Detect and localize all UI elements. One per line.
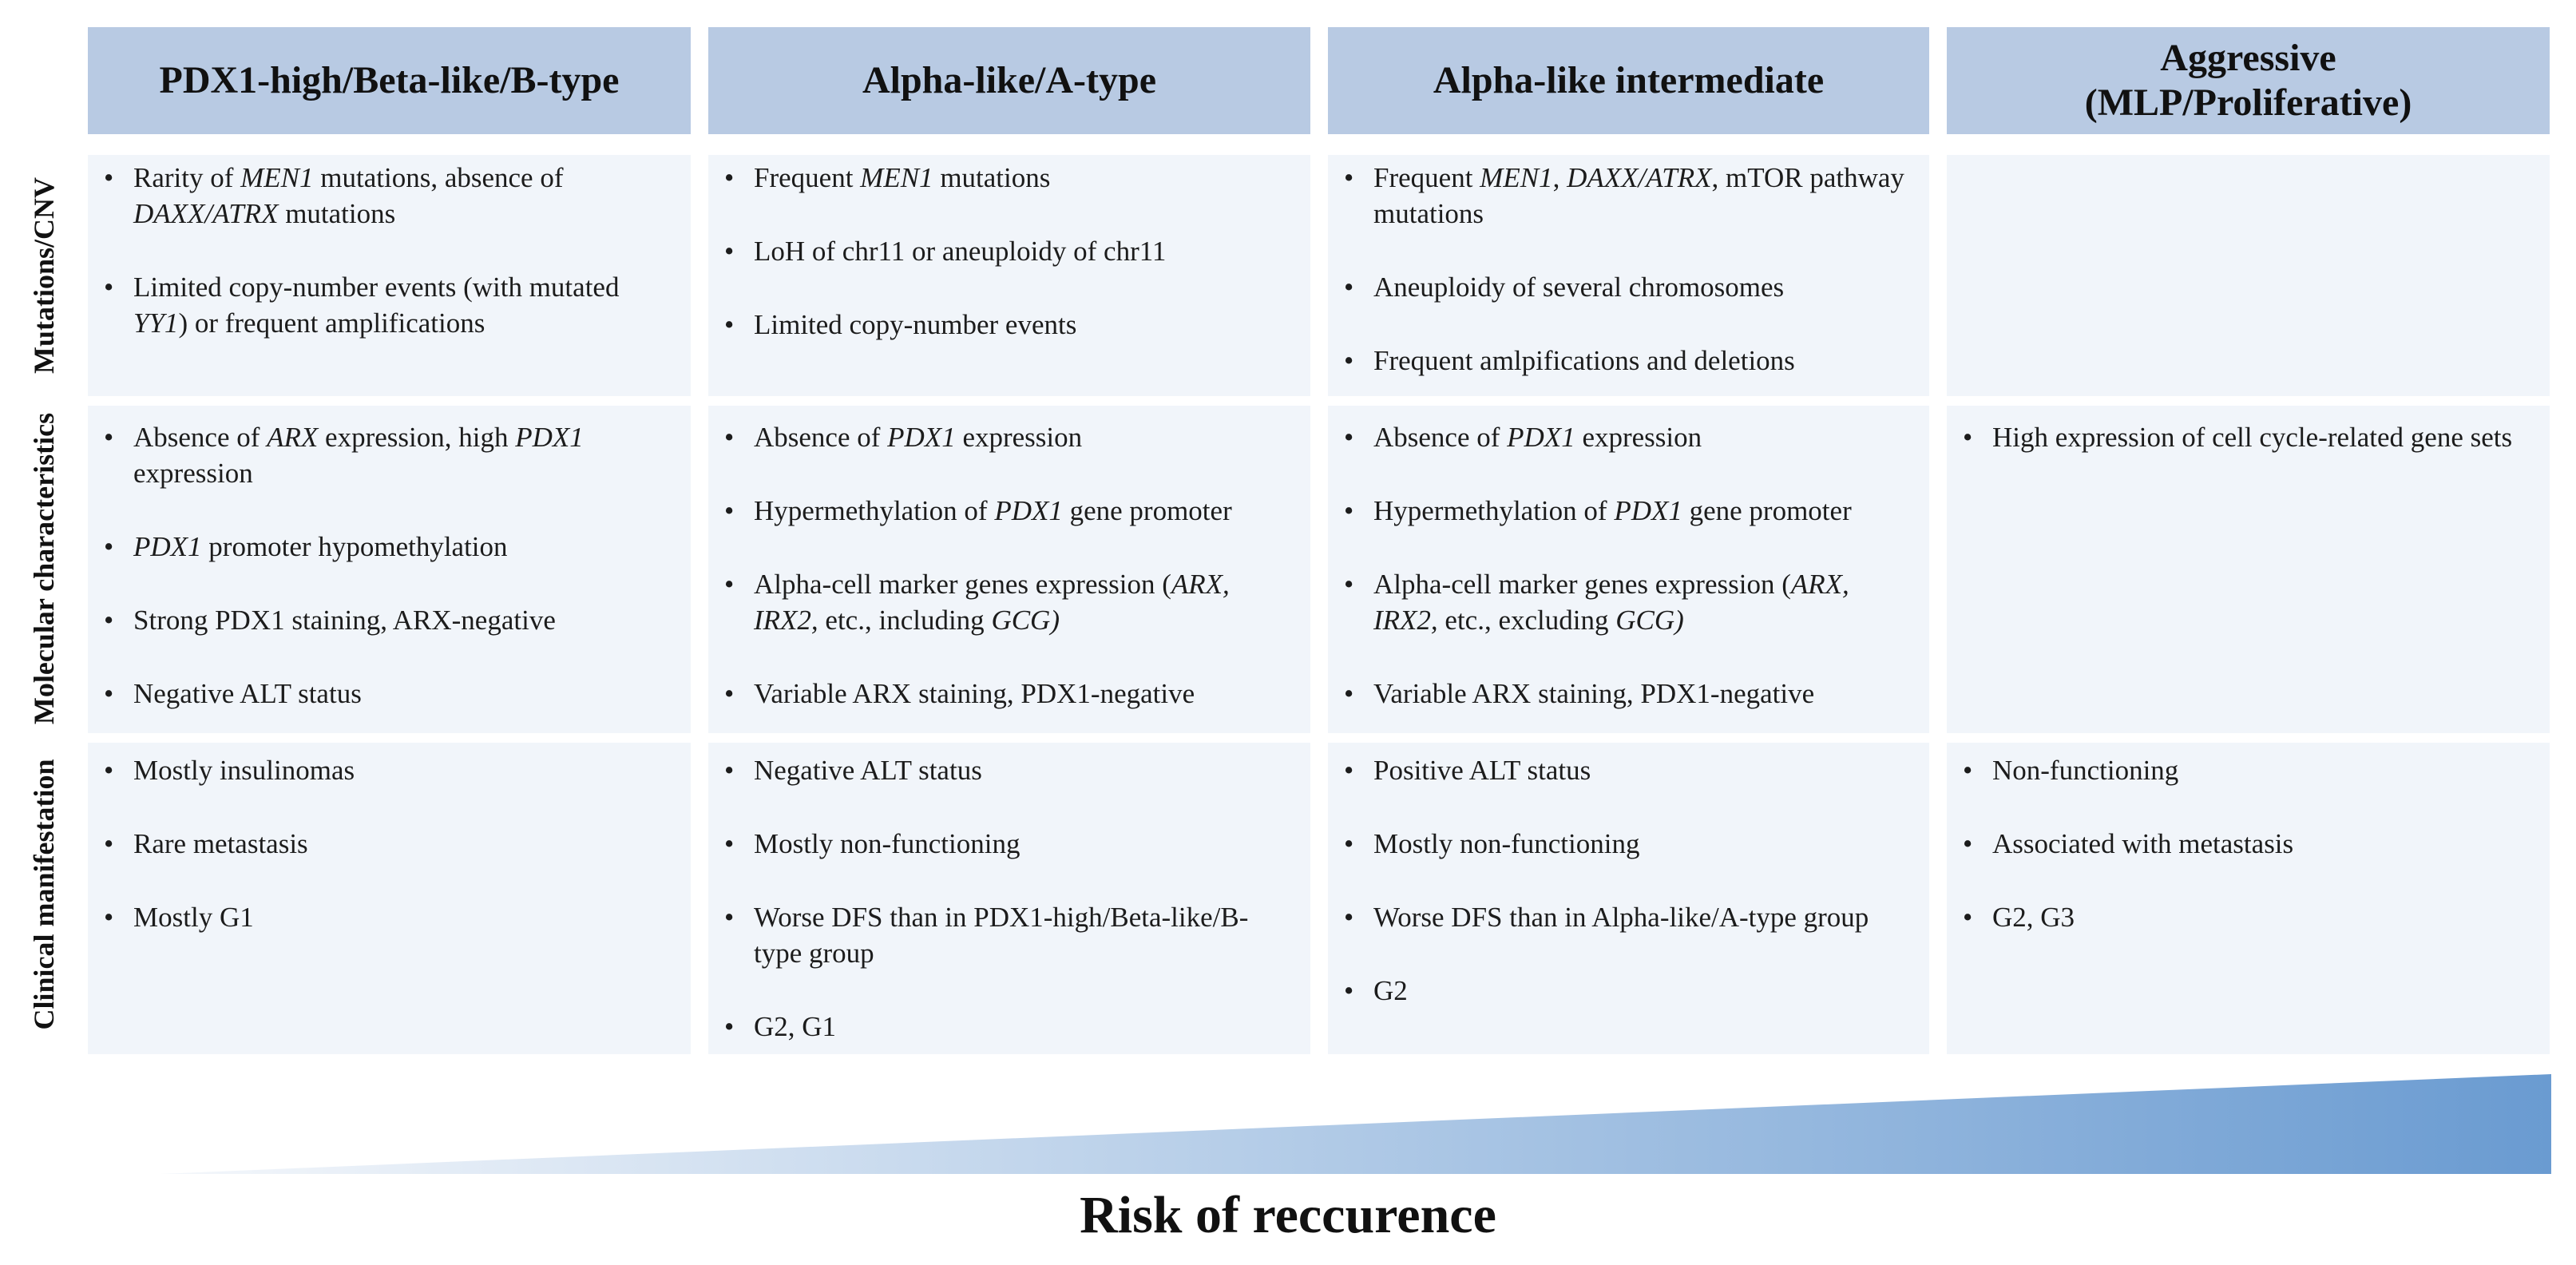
column-header-pdx1-high: PDX1-high/Beta-like/B-type	[88, 27, 691, 134]
bullet-item: Variable ARX staining, PDX1-negative	[708, 676, 1294, 712]
bullet-item: Rare metastasis	[88, 826, 675, 862]
bullet-item: PDX1 promoter hypomethylation	[88, 529, 675, 565]
column-header-text: Aggressive	[2160, 37, 2336, 79]
cell-mutations-alpha-like-intermediate: Frequent MEN1, DAXX/ATRX, mTOR pathway m…	[1328, 155, 1929, 396]
bullet-item: Hypermethylation of PDX1 gene promoter	[1328, 493, 1913, 529]
bullet-item: Absence of ARX expression, high PDX1 exp…	[88, 419, 675, 491]
bullet-item: Non-functioning	[1947, 752, 2534, 788]
cell-mutations-aggressive	[1947, 155, 2550, 396]
column-header-text: (MLP/Proliferative)	[2084, 81, 2412, 124]
column-header-aggressive: Aggressive(MLP/Proliferative)	[1947, 27, 2550, 134]
bullet-item: Rarity of MEN1 mutations, absence of DAX…	[88, 160, 675, 232]
column-header-alpha-like-intermediate: Alpha-like intermediate	[1328, 27, 1929, 134]
bullet-item: Frequent MEN1 mutations	[708, 160, 1294, 196]
cell-clinical-alpha-like-intermediate: Positive ALT status Mostly non-functioni…	[1328, 743, 1929, 1054]
column-header-text: Alpha-like/A-type	[862, 59, 1156, 101]
bullet-item: Mostly G1	[88, 899, 675, 935]
bullet-item: Worse DFS than in PDX1-high/Beta-like/B-…	[708, 899, 1294, 971]
cell-molecular-alpha-like: Absence of PDX1 expression Hypermethylat…	[708, 406, 1310, 733]
cell-clinical-alpha-like: Negative ALT status Mostly non-functioni…	[708, 743, 1310, 1054]
bullet-item: Mostly non-functioning	[1328, 826, 1913, 862]
bullet-item: Variable ARX staining, PDX1-negative	[1328, 676, 1913, 712]
bullet-item: G2, G3	[1947, 899, 2534, 935]
risk-wedge-shape	[160, 1074, 2551, 1174]
bullet-item: G2	[1328, 973, 1913, 1009]
bullet-item: Worse DFS than in Alpha-like/A-type grou…	[1328, 899, 1913, 935]
cell-mutations-pdx1-high: Rarity of MEN1 mutations, absence of DAX…	[88, 155, 691, 396]
risk-of-recurrence-label: Risk of reccurence	[1080, 1186, 1496, 1244]
bullet-item: Associated with metastasis	[1947, 826, 2534, 862]
row-label-molecular: Molecular characteristics	[28, 412, 60, 725]
bullet-item: LoH of chr11 or aneuploidy of chr11	[708, 233, 1294, 269]
cell-molecular-alpha-like-intermediate: Absence of PDX1 expression Hypermethylat…	[1328, 406, 1929, 733]
bullet-item: Mostly non-functioning	[708, 826, 1294, 862]
column-header-text: PDX1-high/Beta-like/B-type	[159, 59, 620, 101]
row-label-mutations: Mutations/CNV	[28, 176, 60, 375]
bullet-item: Absence of PDX1 expression	[708, 419, 1294, 455]
cell-mutations-alpha-like: Frequent MEN1 mutations LoH of chr11 or …	[708, 155, 1310, 396]
cell-clinical-pdx1-high: Mostly insulinomas Rare metastasis Mostl…	[88, 743, 691, 1054]
bullet-item: Negative ALT status	[708, 752, 1294, 788]
column-header-alpha-like: Alpha-like/A-type	[708, 27, 1310, 134]
cell-molecular-aggressive: High expression of cell cycle-related ge…	[1947, 406, 2550, 733]
bullet-item: Absence of PDX1 expression	[1328, 419, 1913, 455]
bullet-item: Mostly insulinomas	[88, 752, 675, 788]
bullet-item: Limited copy-number events (with mutated…	[88, 269, 675, 341]
risk-gradient-wedge	[160, 1074, 2551, 1174]
bullet-item: Frequent amlpifications and deletions	[1328, 343, 1913, 379]
row-label-clinical: Clinical manifestation	[28, 759, 60, 1030]
bullet-item: Negative ALT status	[88, 676, 675, 712]
bullet-item: High expression of cell cycle-related ge…	[1947, 419, 2534, 455]
bullet-item: Hypermethylation of PDX1 gene promoter	[708, 493, 1294, 529]
bullet-item: Positive ALT status	[1328, 752, 1913, 788]
bullet-item: G2, G1	[708, 1009, 1294, 1045]
bullet-item: Alpha-cell marker genes expression (ARX,…	[708, 566, 1294, 638]
column-header-text: Alpha-like intermediate	[1433, 59, 1825, 101]
bullet-item: Limited copy-number events	[708, 307, 1294, 343]
cell-molecular-pdx1-high: Absence of ARX expression, high PDX1 exp…	[88, 406, 691, 733]
bullet-item: Aneuploidy of several chromosomes	[1328, 269, 1913, 305]
bullet-item: Alpha-cell marker genes expression (ARX,…	[1328, 566, 1913, 638]
cell-clinical-aggressive: Non-functioning Associated with metastas…	[1947, 743, 2550, 1054]
bullet-item: Frequent MEN1, DAXX/ATRX, mTOR pathway m…	[1328, 160, 1913, 232]
bullet-item: Strong PDX1 staining, ARX-negative	[88, 602, 675, 638]
